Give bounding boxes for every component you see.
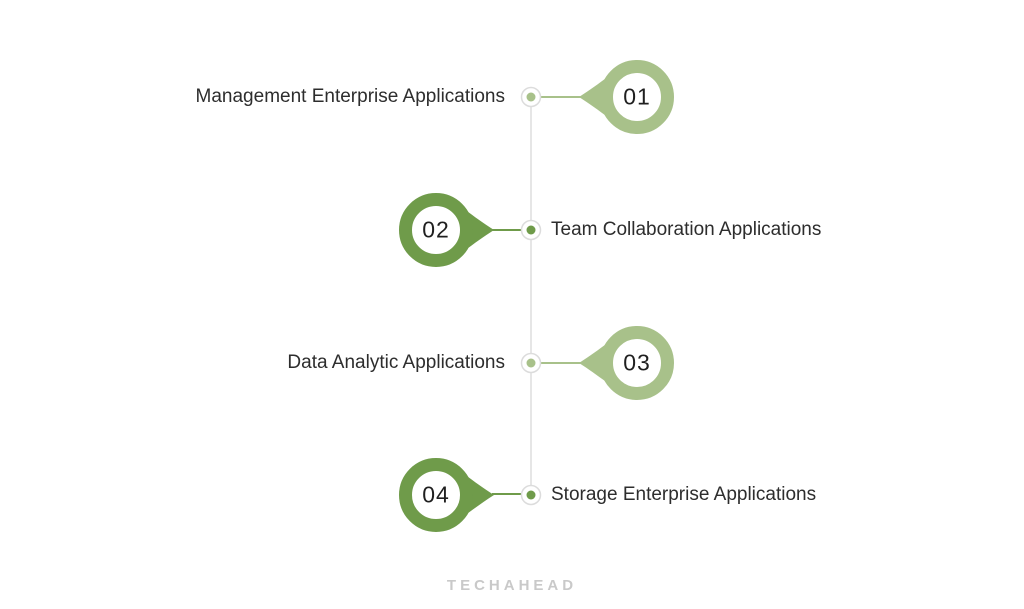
milestone-bubble-02: 02 (399, 192, 495, 268)
bubble-tail (579, 76, 609, 118)
milestone-number: 03 (623, 349, 651, 376)
timeline-node-icon (520, 484, 542, 506)
milestone-label: Team Collaboration Applications (551, 219, 822, 240)
connector-line (492, 229, 522, 231)
milestone-number: 02 (422, 216, 450, 243)
connector-line (541, 362, 581, 364)
timeline-node-icon (520, 219, 542, 241)
bubble-tail (579, 342, 609, 384)
techahead-logo: TECHAHEAD (446, 577, 578, 594)
milestone-label: Data Analytic Applications (287, 352, 505, 373)
bubble-tail (464, 474, 494, 516)
timeline-node-icon (520, 352, 542, 374)
milestone-bubble-01: 01 (578, 59, 674, 135)
timeline-node-icon (520, 86, 542, 108)
milestone-bubble-04: 04 (399, 457, 495, 533)
milestone-number: 01 (623, 83, 651, 110)
timeline-vertical-line (530, 97, 532, 495)
connector-line (492, 493, 522, 495)
bubble-tail (464, 209, 494, 251)
milestone-number: 04 (422, 481, 450, 508)
milestone-label: Storage Enterprise Applications (551, 484, 817, 505)
milestone-bubble-03: 03 (578, 325, 674, 401)
connector-line (541, 96, 581, 98)
milestone-label: Management Enterprise Applications (195, 86, 505, 107)
